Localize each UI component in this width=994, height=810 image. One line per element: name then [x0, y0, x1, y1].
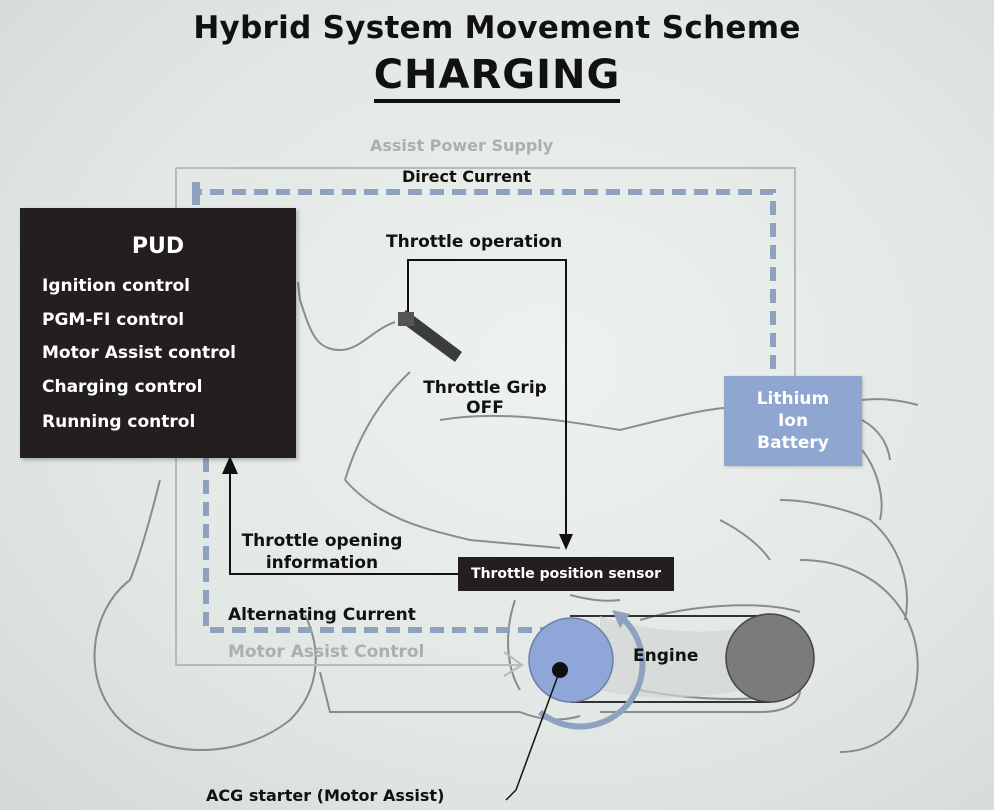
- throttle-opening-label: Throttle opening information: [241, 531, 403, 573]
- pud-item-ignition: Ignition control: [42, 276, 190, 296]
- alternating-current-label: Alternating Current: [228, 605, 416, 625]
- diagram-title: Hybrid System Movement Scheme: [193, 10, 801, 46]
- acg-starter-motor: [528, 617, 614, 703]
- throttle-grip-icon: [398, 310, 462, 362]
- pud-item-pgm-fi: PGM-FI control: [42, 310, 185, 330]
- throttle-opening-arrow: [222, 456, 238, 474]
- engine-label: Engine: [633, 646, 699, 666]
- scooter-outline: [93, 281, 919, 753]
- motor-rotation-arc: [538, 613, 646, 730]
- throttle-operation-line: [407, 259, 567, 540]
- acg-starter-label: ACG starter (Motor Assist): [206, 786, 445, 805]
- diagram-subtitle: CHARGING: [0, 52, 994, 103]
- current-end-marker: [192, 182, 200, 205]
- direct-current-label: Direct Current: [402, 167, 532, 186]
- throttle-operation-arrow: [559, 534, 573, 550]
- pud-item-running: Running control: [42, 412, 196, 432]
- assist-power-supply-label: Assist Power Supply: [370, 136, 554, 155]
- pud-control-box: PUD Ignition control PGM-FI control Moto…: [20, 208, 296, 458]
- assist-power-supply-line: [176, 167, 796, 376]
- motor-rotation-arrow: [612, 610, 630, 628]
- battery-label-line2: Ion: [777, 411, 809, 431]
- engine-pulley: [725, 613, 815, 703]
- motor-assist-control-label: Motor Assist Control: [228, 642, 425, 662]
- lithium-ion-battery: Lithium Ion Battery: [724, 376, 862, 466]
- pud-item-charging: Charging control: [42, 377, 203, 397]
- battery-label-line3: Battery: [757, 433, 829, 453]
- throttle-grip-label: Throttle Grip OFF: [423, 378, 547, 418]
- throttle-operation-label: Throttle operation: [386, 232, 563, 252]
- pud-title: PUD: [131, 234, 185, 259]
- battery-label-line1: Lithium: [756, 389, 830, 409]
- pud-item-motor-assist: Motor Assist control: [42, 343, 236, 363]
- acg-pointer-line: [505, 669, 561, 801]
- throttle-position-sensor: Throttle position sensor: [458, 557, 674, 591]
- motor-assist-arrow: [503, 651, 524, 677]
- throttle-opening-line: [229, 468, 458, 575]
